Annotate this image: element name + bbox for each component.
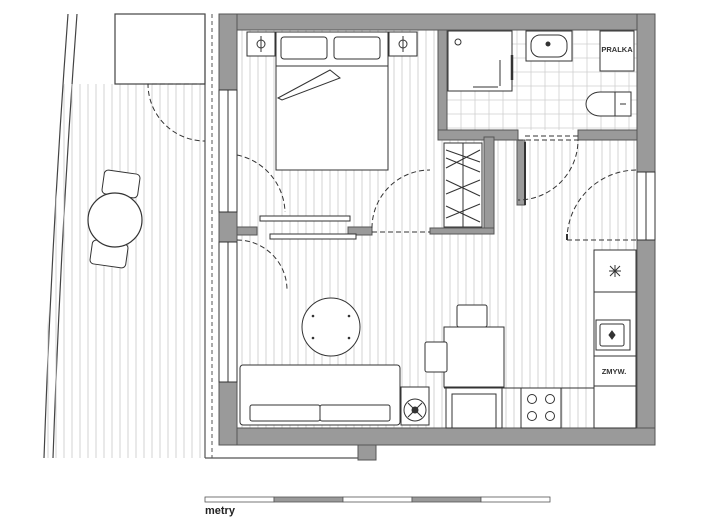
wardrobe bbox=[443, 142, 483, 228]
wall-hall bbox=[516, 139, 526, 206]
dining-chair bbox=[424, 341, 448, 373]
washing-machine bbox=[599, 30, 635, 72]
scale-bar-segment bbox=[273, 496, 344, 503]
sliding-door-panel bbox=[269, 233, 357, 240]
wall-top bbox=[218, 13, 656, 31]
dining-chair bbox=[456, 304, 488, 328]
balcony bbox=[43, 13, 206, 459]
toilet bbox=[585, 91, 616, 117]
wall-wardrobe bbox=[429, 227, 495, 235]
wall-bathroom bbox=[577, 129, 638, 141]
kitchen bbox=[445, 249, 637, 429]
scale-unit-label: metry bbox=[205, 505, 235, 517]
burner-icon bbox=[527, 411, 537, 421]
windows bbox=[218, 89, 656, 383]
pillow bbox=[333, 36, 381, 60]
coffee-table-dots bbox=[311, 314, 351, 340]
dishwasher bbox=[593, 355, 637, 387]
shower-drain-icon bbox=[454, 38, 462, 46]
sink-faucet-icon bbox=[608, 330, 616, 340]
scale-bar-segment bbox=[480, 496, 551, 503]
bed-blanket-fold bbox=[276, 69, 341, 101]
wall-bedroom-partition bbox=[236, 226, 258, 236]
wall-bottom-step bbox=[357, 444, 377, 461]
sliding-door-panel bbox=[259, 215, 351, 222]
balcony-table-set bbox=[87, 169, 143, 269]
balcony-railing bbox=[43, 13, 78, 459]
door-swing bbox=[147, 83, 206, 142]
wall-left bbox=[218, 381, 238, 446]
door-swing bbox=[566, 169, 638, 241]
pillow bbox=[280, 36, 328, 60]
freezer-icon bbox=[609, 265, 621, 277]
walls bbox=[218, 13, 656, 461]
bathroom bbox=[447, 30, 635, 117]
burner-icon bbox=[545, 411, 555, 421]
balcony-decking bbox=[47, 84, 201, 458]
sliding-doors bbox=[259, 215, 357, 240]
scale-bar-segment bbox=[342, 496, 413, 503]
door-swing bbox=[236, 154, 286, 213]
washer-label: PRALKA bbox=[601, 45, 633, 54]
bed-blanket bbox=[275, 65, 389, 171]
scale-bar-segment bbox=[204, 496, 275, 503]
balcony-storage-box bbox=[114, 13, 206, 85]
wall-right bbox=[636, 239, 656, 446]
sofa-seat bbox=[249, 404, 321, 422]
balcony-table bbox=[87, 192, 143, 248]
burner-icon bbox=[527, 394, 537, 404]
door-swing bbox=[517, 139, 579, 201]
wall-bathroom bbox=[437, 129, 519, 141]
wall-left bbox=[218, 211, 238, 243]
door-swing bbox=[371, 169, 431, 229]
wall-left bbox=[218, 13, 238, 91]
bedroom bbox=[246, 31, 418, 171]
door-swing bbox=[236, 239, 288, 291]
scale-bar bbox=[204, 496, 551, 503]
door-swings bbox=[147, 83, 638, 291]
sofa-seat bbox=[319, 404, 391, 422]
dishwasher-label: ZMYW. bbox=[602, 367, 627, 376]
wall-bedroom-partition bbox=[347, 226, 373, 236]
dining-area bbox=[424, 304, 505, 388]
dining-table bbox=[443, 326, 505, 388]
wall-wardrobe bbox=[483, 136, 495, 233]
burner-icon bbox=[545, 394, 555, 404]
wall-bathroom bbox=[437, 29, 448, 136]
coffee-table bbox=[301, 297, 361, 357]
scale-bar-segment bbox=[411, 496, 482, 503]
living-room bbox=[239, 297, 430, 426]
cooktop bbox=[520, 387, 562, 429]
wall-right bbox=[636, 13, 656, 173]
wall-bottom bbox=[218, 427, 656, 446]
